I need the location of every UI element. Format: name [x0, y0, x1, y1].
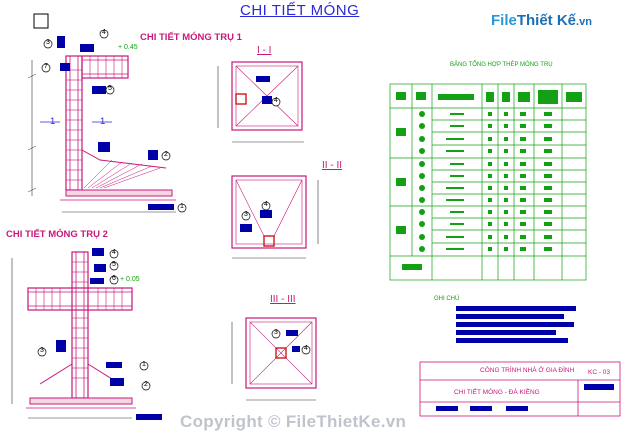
sheet-number: KC - 03: [588, 369, 611, 376]
section-3-label: III - III: [270, 294, 296, 305]
rebar-table-cells: [419, 111, 552, 252]
bubble-3: 3: [46, 39, 50, 46]
section-2-plan: [231, 175, 319, 259]
logo: FileThiết Kế.vn: [491, 12, 592, 29]
cut-label-right: 1: [100, 116, 106, 127]
bubble-3b: 3: [40, 347, 44, 354]
notes-lines: [456, 306, 576, 343]
rebar-table: [389, 83, 587, 281]
bubble-1b: 1: [142, 361, 146, 368]
bubble-5b: 5: [112, 261, 116, 268]
bubble-3c: 3: [244, 211, 248, 218]
rebar-table-header-blocks: [396, 90, 582, 270]
watermark: Copyright © FileThietKe.vn: [180, 412, 407, 431]
bubble-2: 2: [164, 151, 168, 158]
logo-part-2: Thiết Kế: [516, 12, 577, 29]
drawing-name: CHI TIẾT MÓNG - ĐÀ KIỀNG: [454, 389, 540, 396]
rebar-table-title: BẢNG TỔNG HỢP THÉP MÓNG TRỤ: [450, 62, 553, 68]
rebar-callout-bubbles: [37, 29, 311, 391]
bubble-4e: 4: [304, 345, 308, 352]
logo-part-1: File: [491, 12, 517, 29]
corner-box: [33, 13, 49, 29]
bubble-3d: 3: [274, 329, 278, 336]
bubble-4d: 4: [264, 201, 268, 208]
bubble-5: 5: [108, 85, 112, 92]
project-name: CÔNG TRÌNH NHÀ Ở GIA ĐÌNH: [480, 367, 575, 374]
bubble-6: 6: [112, 275, 116, 282]
section-1-plan: [217, 61, 304, 143]
page-title: CHI TIẾT MÓNG: [240, 2, 360, 19]
detail-2-title: CHI TIẾT MÓNG TRỤ 2: [6, 229, 108, 240]
elevation-label-1: + 0.45: [118, 44, 138, 51]
detail-1-elevation: [27, 36, 176, 213]
title-block: [419, 361, 621, 417]
section-1-label: I - I: [257, 45, 272, 56]
logo-part-3: .vn: [576, 16, 592, 28]
section-2-label: II - II: [322, 160, 342, 171]
cut-label-left: 1: [50, 116, 56, 127]
bubble-7: 7: [44, 63, 48, 70]
bubble-1: 1: [180, 203, 184, 210]
notes-title: GHI CHÚ: [434, 296, 460, 302]
section-3-plan: [231, 317, 317, 401]
bubble-4: 4: [102, 29, 106, 36]
title-block-fields: [436, 384, 614, 411]
bubble-4b: 4: [112, 249, 116, 256]
elevation-label-2: + 0.05: [120, 276, 140, 283]
bubble-2b: 2: [144, 381, 148, 388]
bubble-4c: 4: [274, 97, 278, 104]
detail-2-elevation: [11, 248, 162, 420]
detail-1-title: CHI TIẾT MÓNG TRỤ 1: [140, 32, 242, 43]
